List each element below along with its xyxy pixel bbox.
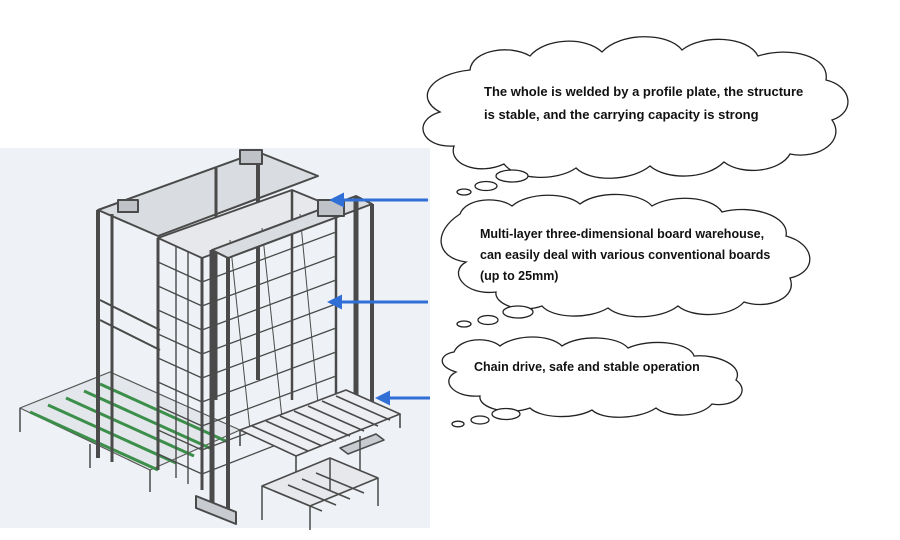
board-shelf-stack	[156, 189, 338, 490]
thought-cloud-2	[440, 193, 811, 328]
callout-1-line-1: The whole is welded by a profile plate, …	[484, 84, 804, 99]
callout-arrows	[327, 192, 430, 406]
extended-board-tray	[239, 389, 401, 472]
callout-3-line-1: Chain drive, safe and stable operation	[474, 360, 700, 374]
front-gantry-frame	[195, 195, 374, 525]
callout-2-line-3: (up to 25mm)	[480, 269, 559, 283]
callout-2-line-1: Multi-layer three-dimensional board ware…	[480, 227, 765, 241]
rear-tower	[96, 149, 319, 462]
thought-cloud-3	[441, 336, 743, 428]
front-low-rack	[261, 433, 385, 530]
thought-cloud-1	[422, 36, 849, 196]
callout-2-line-2: can easily deal with various conventiona…	[480, 248, 771, 262]
callout-text-welded-structure: The whole is welded by a profile plate, …	[484, 80, 844, 126]
callout-text-board-warehouse: Multi-layer three-dimensional board ware…	[480, 224, 790, 287]
storage-machine-illustration	[19, 149, 401, 530]
callout-text-chain-drive: Chain drive, safe and stable operation	[474, 357, 734, 378]
callout-1-line-2: is stable, and the carrying capacity is …	[484, 107, 759, 122]
